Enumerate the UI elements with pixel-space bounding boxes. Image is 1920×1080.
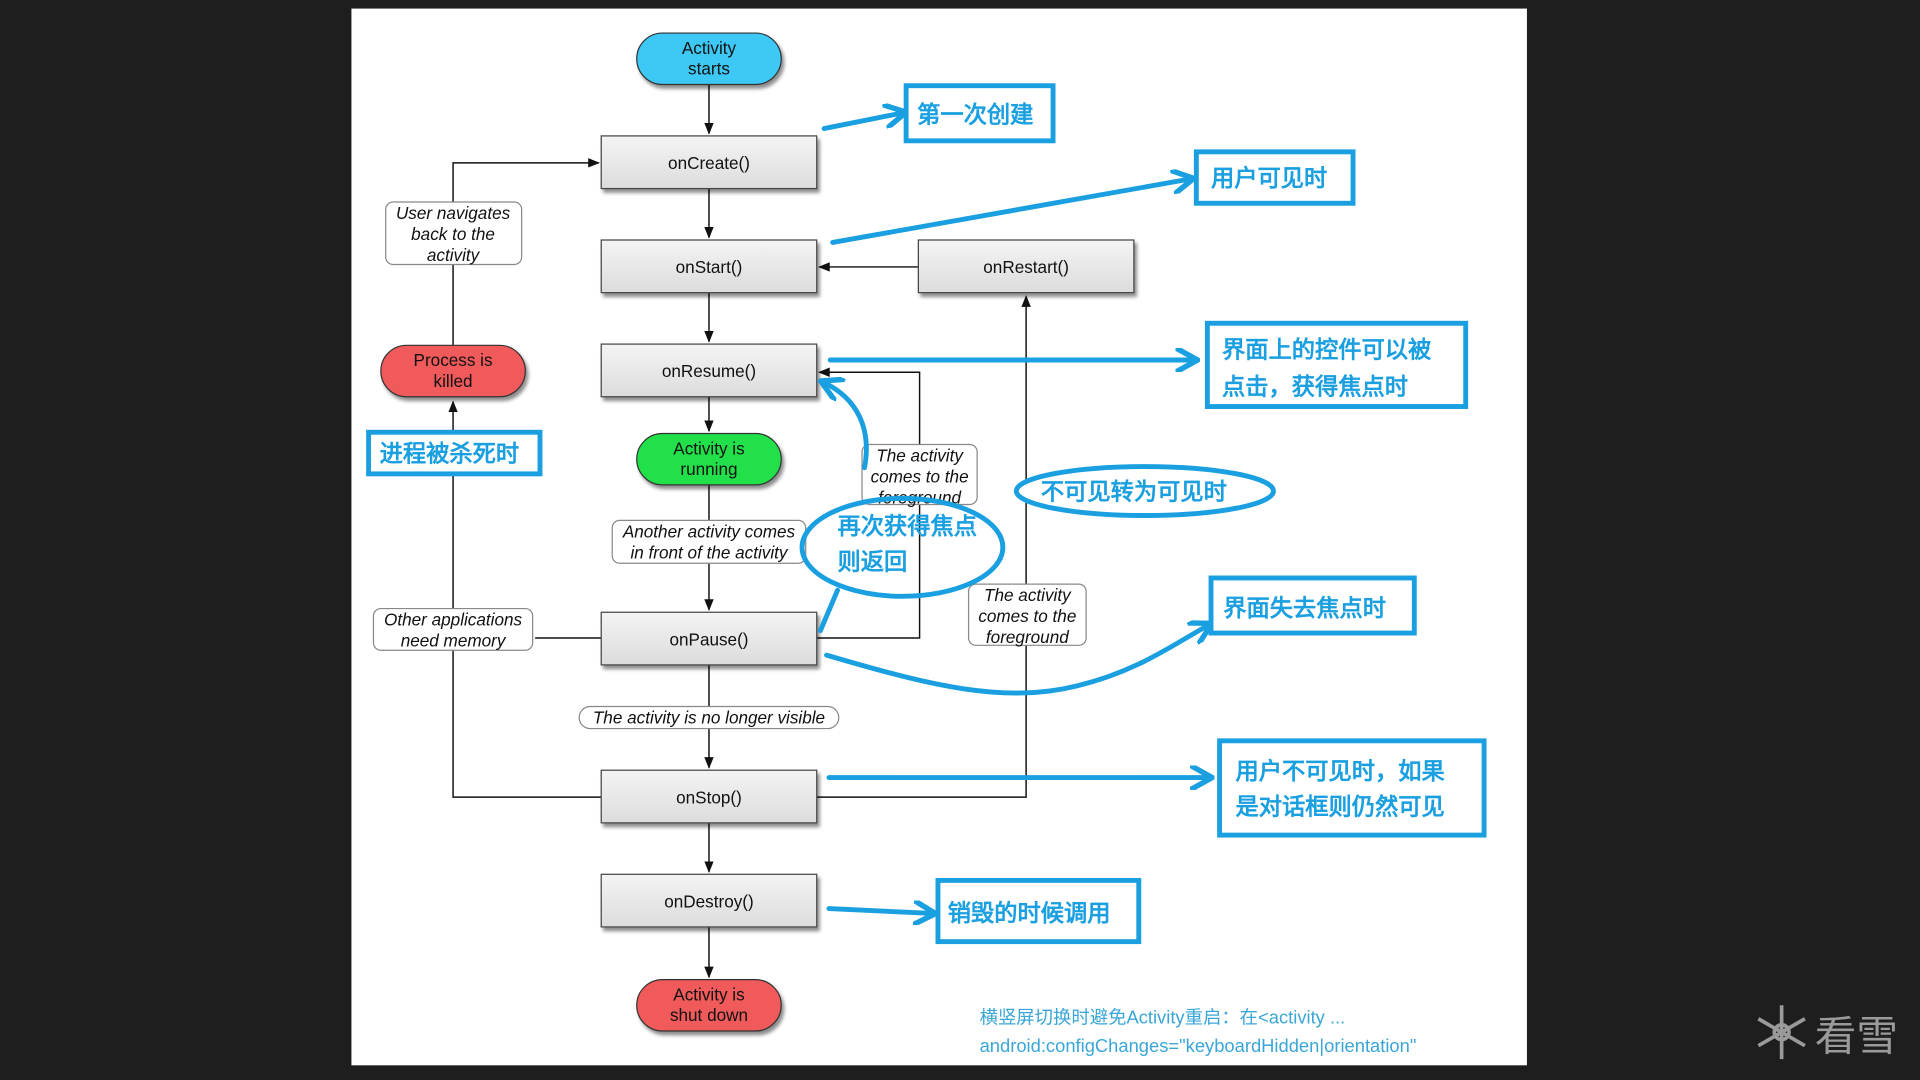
watermark: 看雪: [1757, 1005, 1898, 1061]
svg-text:The activity is no longer visi: The activity is no longer visible: [593, 708, 825, 728]
svg-text:onDestroy(): onDestroy(): [664, 891, 753, 911]
svg-text:onCreate(): onCreate(): [668, 153, 750, 173]
svg-text:看雪: 看雪: [1815, 1012, 1898, 1061]
svg-text:进程被杀死时: 进程被杀死时: [380, 441, 520, 468]
svg-text:是对话框则仍然可见: 是对话框则仍然可见: [1236, 793, 1445, 820]
svg-text:点击，获得焦点时: 点击，获得焦点时: [1222, 373, 1408, 400]
svg-text:onPause(): onPause(): [669, 629, 748, 649]
svg-text:onStop(): onStop(): [676, 787, 742, 807]
svg-text:comes to the: comes to the: [978, 606, 1076, 626]
svg-text:用户不可见时，如果: 用户不可见时，如果: [1236, 758, 1446, 785]
svg-text:User navigates: User navigates: [396, 203, 511, 223]
svg-text:Process is: Process is: [414, 350, 493, 370]
svg-text:running: running: [680, 459, 737, 479]
svg-text:Activity is: Activity is: [673, 438, 744, 458]
box-onpause: onPause(): [600, 611, 818, 666]
box-onstart: onStart(): [600, 239, 818, 294]
label-no-longer-visible: The activity is no longer visible: [578, 705, 840, 730]
svg-text:onResume(): onResume(): [662, 361, 756, 381]
svg-text:The activity: The activity: [984, 585, 1072, 605]
svg-text:foreground: foreground: [986, 627, 1069, 647]
svg-text:killed: killed: [434, 371, 473, 391]
svg-text:Activity is: Activity is: [673, 984, 744, 1004]
svg-text:comes to the: comes to the: [871, 466, 969, 486]
svg-text:Other applications: Other applications: [384, 610, 522, 630]
note-line-2: android:configChanges="keyboardHidden|or…: [980, 1035, 1417, 1056]
svg-text:Another activity comes: Another activity comes: [622, 522, 796, 542]
svg-text:第一次创建: 第一次创建: [917, 101, 1034, 128]
svg-text:onRestart(): onRestart(): [983, 257, 1069, 277]
box-onresume: onResume(): [600, 343, 818, 398]
svg-text:Activity: Activity: [682, 38, 737, 58]
box-onrestart: onRestart(): [917, 239, 1135, 294]
svg-text:不可见转为可见时: 不可见转为可见时: [1041, 479, 1227, 506]
svg-text:activity: activity: [427, 245, 481, 265]
svg-text:销毁的时候调用: 销毁的时候调用: [948, 900, 1111, 927]
svg-text:再次获得焦点: 再次获得焦点: [838, 513, 978, 540]
box-ondestroy: onDestroy(): [600, 873, 818, 928]
snowflake-icon: [1757, 1005, 1806, 1060]
svg-text:界面失去焦点时: 界面失去焦点时: [1223, 595, 1386, 622]
svg-text:用户可见时: 用户可见时: [1211, 165, 1327, 192]
note-line-1: 横竖屏切换时避免Activity重启：在<activity ...: [980, 1007, 1346, 1028]
svg-text:in front of the activity: in front of the activity: [630, 542, 788, 562]
svg-text:need memory: need memory: [401, 631, 507, 651]
svg-text:starts: starts: [688, 59, 730, 79]
svg-text:The activity: The activity: [876, 446, 964, 466]
svg-text:shut down: shut down: [670, 1005, 748, 1025]
svg-text:则返回: 则返回: [838, 548, 908, 575]
box-oncreate: onCreate(): [600, 135, 818, 190]
connectors: [448, 84, 1026, 979]
svg-text:onStart(): onStart(): [676, 257, 743, 277]
svg-text:back to the: back to the: [411, 224, 495, 244]
box-onstop: onStop(): [600, 769, 818, 824]
svg-text:界面上的控件可以被: 界面上的控件可以被: [1222, 337, 1432, 364]
